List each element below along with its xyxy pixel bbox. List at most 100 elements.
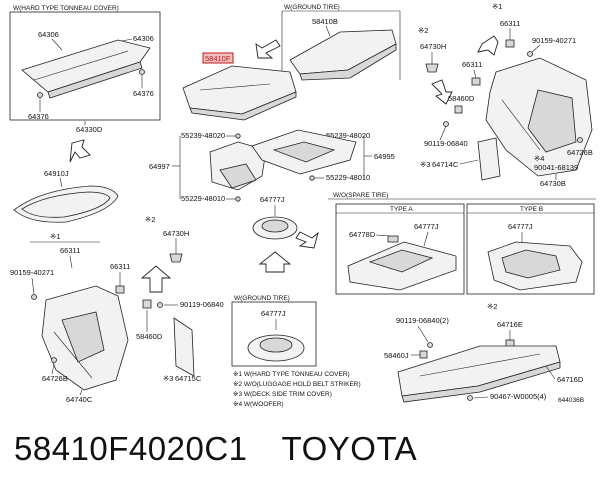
label-90119-tr: 90119-06840 [424,139,468,148]
hard-tonneau-frame [9,11,161,121]
arrow-left-up [140,265,172,293]
label-64997: 64997 [149,162,170,171]
ground-tire-bottom-frame [231,301,317,367]
spare-tire-title: W/O(SPARE TIRE) [333,192,388,199]
tray-64777J-bot-inner [259,337,293,353]
label-64995: 64995 [374,152,395,161]
bracket-64995-top [272,141,336,163]
label-64716E: 64716E [497,320,523,329]
striker-64730H-l[interactable] [169,253,183,263]
foam-64778D[interactable] [387,235,399,243]
label-58460D-tr: 58460D [448,94,475,103]
hook-66311-l2[interactable] [115,285,125,294]
clip-64376-left[interactable] [37,92,43,98]
tray-64777J-mid-inner [261,219,289,233]
clip-55239-l[interactable] [235,133,241,139]
ground-tire-bottom-group: W(GROUND TIRE) 64777J ※1 W(HARD TYPE TON… [231,295,361,408]
luggage-mat-58410B[interactable] [289,29,397,75]
hook-66311-tr2[interactable] [471,77,481,86]
label-64376-a: 64376 [28,112,49,121]
trim-64740C-pocket [61,311,105,363]
label-66311-l: 66311 [60,246,80,255]
mark-1-top: ※1 [492,2,502,11]
clip-58460D-l-mark [142,299,152,309]
note-1: ※1 W(HARD TYPE TONNEAU COVER) [233,371,350,378]
mark-3-left: ※3 [163,374,173,383]
tonneau-cover-panel[interactable] [21,39,151,93]
trunk-seal-64910J[interactable] [13,185,119,223]
leader-64740C [79,389,83,396]
label-66311-tr2: 66311 [462,60,482,69]
clip-64726B-tr[interactable] [577,137,583,143]
leader-64910J [59,177,63,188]
clip-90467[interactable] [467,395,473,401]
type-a-title: TYPE A [390,206,413,213]
mark-2-left: ※2 [145,215,155,224]
arrow-from-spare-box [295,231,319,249]
label-58410B: 58410B [312,17,338,26]
bolt-90119-l[interactable] [157,302,163,308]
sill-plate-64716D-line [419,353,541,377]
label-66311-l2: 66311 [110,262,130,271]
leader-90119-tr [439,125,447,141]
trunk-seal-group: 64910J [13,169,119,223]
tray-64777J-a-inner [368,249,434,273]
bracket-64997-base [219,163,257,189]
mark-4-tr: ※4 [534,154,544,163]
clip-58460J[interactable] [419,350,428,359]
label-64730H-l: 64730H [163,229,189,238]
highlight-box[interactable] [202,52,234,64]
tray-64777J-b-inner [501,249,561,279]
leader-90467 [473,396,489,399]
leader-64777J-a [423,231,429,247]
leader-58410B [325,25,331,37]
mark-2-top: ※2 [418,26,428,35]
ground-tire-bottom-title: W(GROUND TIRE) [234,295,290,302]
label-90159-tr: 90159-40271 [532,36,576,45]
label-64777J-mid: 64777J [260,195,285,204]
label-90041: 90041-68139 [534,163,578,172]
label-66311-tr: 66311 [500,19,520,28]
leader-64306-b [121,38,133,42]
screw-90159-l[interactable] [31,294,37,300]
luggage-mat-58410B-edge [299,43,397,81]
label-64730H-tr: 64730H [420,42,446,51]
label-64306-b: 64306 [133,34,154,43]
clip-58460D-tr[interactable] [454,105,463,114]
cover-64714C[interactable] [477,137,501,181]
label-58460D-l: 58460D [136,332,163,341]
highlight-label[interactable]: 58410F [205,54,231,63]
bolt-90119-tr[interactable] [443,121,449,127]
mark-3-tr: ※3 [420,160,430,169]
part-number: 58410F4020C1 [14,430,248,467]
label-64376-b: 64376 [133,89,154,98]
cover-64715C[interactable] [173,317,195,377]
clip-55229-r[interactable] [309,175,315,181]
arrow-to-58410F [255,39,281,59]
clip-64726B-l[interactable] [51,357,57,363]
arrow-to-64910J [69,139,91,163]
luggage-mat-58410F-line [199,83,271,91]
screw-90159-tr[interactable] [527,51,533,57]
luggage-mat-58410F-edge [189,91,297,121]
label-64330D: 64330D [76,125,103,134]
trim-64740C-rib [53,331,93,379]
label-55239-r: 55239-48020 [326,131,370,140]
hard-tonneau-title: W(HARD TYPE TONNEAU COVER) [13,5,119,12]
clip-64376-right[interactable] [139,69,145,75]
label-64777J-bot: 64777J [261,309,286,318]
ground-tire-top-group: W(GROUND TIRE) 58410B [281,4,401,81]
note-4: ※4 W(WOOFER) [233,401,284,408]
type-b-title: TYPE B [520,206,543,213]
hook-66311-tr[interactable] [505,39,515,48]
parts-diagram: W(HARD TYPE TONNEAU COVER) 64306 64306 6… [9,2,596,408]
tonneau-cover-crease [33,50,129,81]
mark-1-left: ※1 [50,232,60,241]
clip-55229-l[interactable] [235,196,241,202]
striker-64730H-tr[interactable] [425,63,439,73]
luggage-mat-58410F[interactable] [182,65,297,115]
sill-plate-64716D-edge [401,361,561,403]
bolt-90119-br[interactable] [427,342,433,348]
label-64726B-tr: 64726B [567,148,593,157]
